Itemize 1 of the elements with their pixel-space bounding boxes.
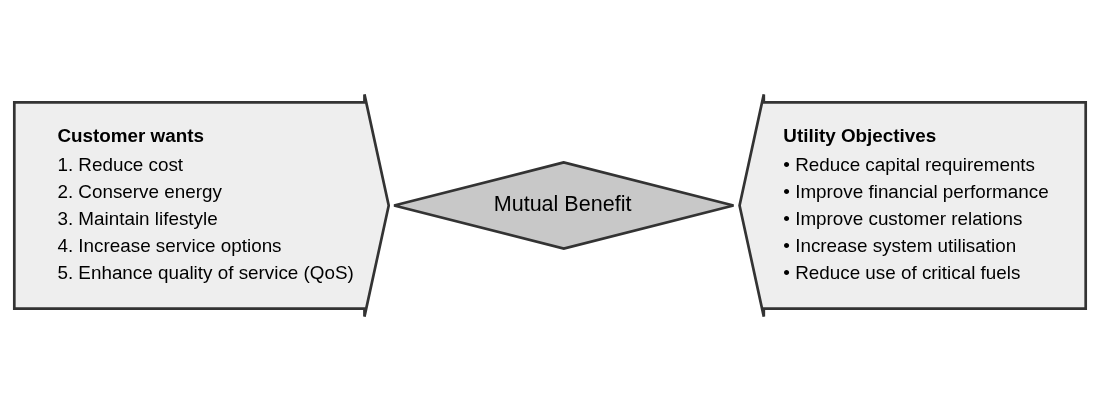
node-diamond: Mutual Benefit (392, 161, 735, 250)
